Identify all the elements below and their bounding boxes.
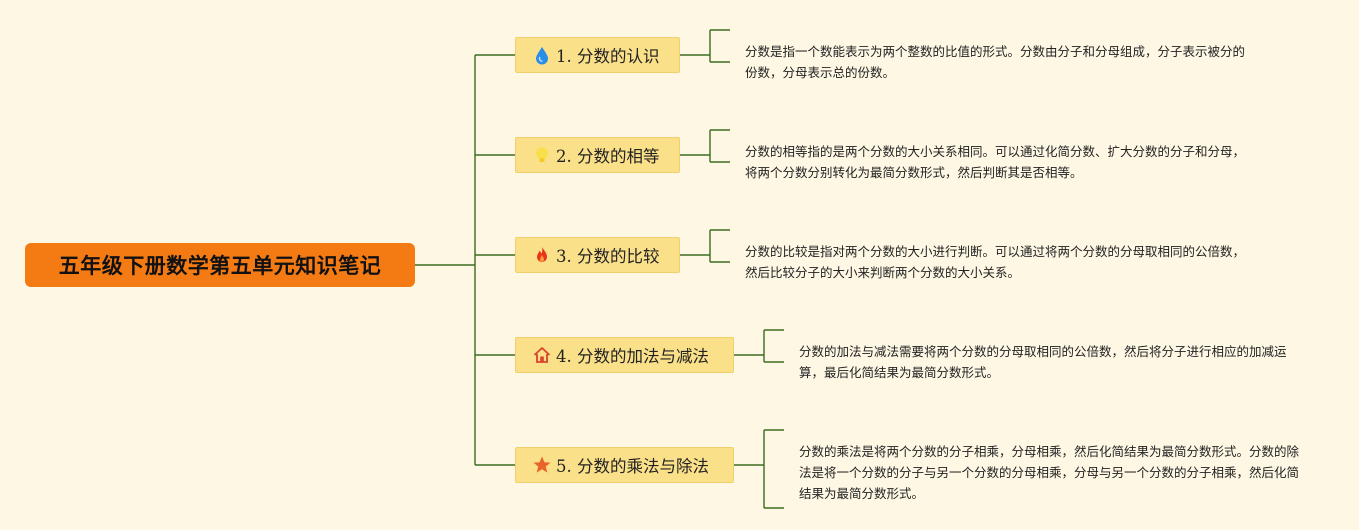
branch-label-4: 4. 分数的加法与减法 xyxy=(556,347,709,366)
water-drop-icon xyxy=(532,45,552,65)
branch-note-text-3: 分数的比较是指对两个分数的大小进行判断。可以通过将两个分数的分母取相同的公倍数，… xyxy=(745,244,1246,280)
branch-topic-5[interactable]: 5. 分数的乘法与除法 xyxy=(515,447,734,483)
branch-note-text-1: 分数是指一个数能表示为两个整数的比值的形式。分数由分子和分母组成，分子表示被分的… xyxy=(745,44,1246,80)
branch-topic-1[interactable]: 1. 分数的认识 xyxy=(515,37,680,73)
branch-note-1: 分数是指一个数能表示为两个整数的比值的形式。分数由分子和分母组成，分子表示被分的… xyxy=(745,41,1245,83)
branch-label-3: 3. 分数的比较 xyxy=(556,247,660,266)
branch-topic-3[interactable]: 3. 分数的比较 xyxy=(515,237,680,273)
branch-label-2: 2. 分数的相等 xyxy=(556,147,660,166)
note-bracket-5 xyxy=(734,429,784,509)
branch-note-text-5: 分数的乘法是将两个分数的分子相乘，分母相乘，然后化简结果为最简分数形式。分数的除… xyxy=(799,444,1300,501)
note-bracket-1 xyxy=(680,29,730,63)
flame-icon xyxy=(532,245,552,265)
branch-label-1: 1. 分数的认识 xyxy=(556,47,660,66)
branch-note-4: 分数的加法与减法需要将两个分数的分母取相同的公倍数，然后将分子进行相应的加减运算… xyxy=(799,341,1299,383)
note-bracket-2 xyxy=(680,129,730,163)
branch-note-text-4: 分数的加法与减法需要将两个分数的分母取相同的公倍数，然后将分子进行相应的加减运算… xyxy=(799,344,1287,380)
branch-note-3: 分数的比较是指对两个分数的大小进行判断。可以通过将两个分数的分母取相同的公倍数，… xyxy=(745,241,1245,283)
lightbulb-icon xyxy=(532,145,552,165)
star-icon xyxy=(532,455,552,475)
branch-note-5: 分数的乘法是将两个分数的分子相乘，分母相乘，然后化简结果为最简分数形式。分数的除… xyxy=(799,441,1299,504)
branch-topic-2[interactable]: 2. 分数的相等 xyxy=(515,137,680,173)
branch-label-5: 5. 分数的乘法与除法 xyxy=(556,457,709,476)
note-bracket-4 xyxy=(734,329,784,363)
branch-note-text-2: 分数的相等指的是两个分数的大小关系相同。可以通过化简分数、扩大分数的分子和分母，… xyxy=(745,144,1246,180)
branch-note-2: 分数的相等指的是两个分数的大小关系相同。可以通过化简分数、扩大分数的分子和分母，… xyxy=(745,141,1245,183)
note-bracket-3 xyxy=(680,229,730,263)
root-topic[interactable]: 五年级下册数学第五单元知识笔记 xyxy=(25,243,415,287)
house-icon xyxy=(532,345,552,365)
root-title: 五年级下册数学第五单元知识笔记 xyxy=(58,254,382,278)
branch-topic-4[interactable]: 4. 分数的加法与减法 xyxy=(515,337,734,373)
